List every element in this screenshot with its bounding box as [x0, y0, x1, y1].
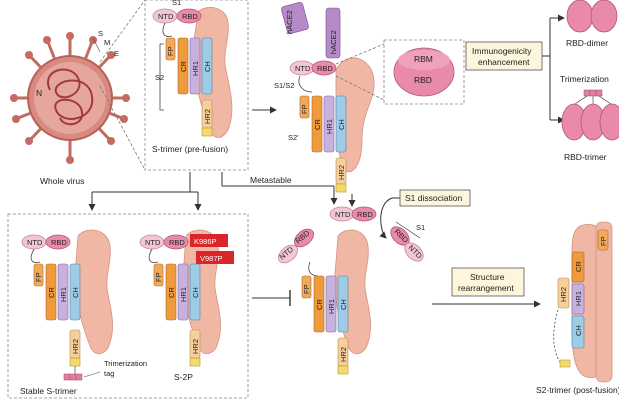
rbd-label: RBD [182, 12, 198, 21]
ntd-label: NTD [158, 12, 174, 21]
fp-label: FP [154, 272, 163, 282]
structure-line1: Structure [470, 272, 505, 282]
ch-label: CH [71, 287, 80, 298]
s1-dissociating-spike: NTD RBD NTD RBD FP CR HR1 CH HR2 [278, 206, 377, 375]
prefusion-label: S-trimer (pre-fusion) [152, 144, 228, 154]
trimerization-tag-line1: Trimerization [104, 359, 147, 368]
stable-s-trimer: NTD RBD FP CR HR1 CH HR2 Trimerization t… [20, 229, 147, 396]
v987p-badge [196, 251, 234, 264]
rbd-label: RBD [169, 238, 185, 247]
hace2-b-label: hACE2 [329, 30, 338, 54]
rbd-trimer-label: RBD-trimer [564, 152, 607, 162]
k986p-label: K986P [194, 237, 217, 246]
ch-label: CH [191, 287, 200, 298]
hace2-a-label: hACE2 [285, 10, 294, 34]
stabilized-panel [7, 213, 249, 399]
s2-trimer-postfusion: FP CR HR1 CH HR2 S2-trimer (post-fusion) [536, 221, 619, 395]
hr1-label: HR1 [327, 299, 336, 314]
immunogenicity-box [465, 41, 543, 71]
rbd-big-label: RBD [414, 75, 432, 85]
cr-label: CR [179, 61, 188, 72]
whole-virus: N S M E Whole virus [10, 29, 130, 186]
hr1-label: HR1 [179, 287, 188, 302]
k986p-badge [190, 234, 228, 247]
postfusion-label: S2-trimer (post-fusion) [536, 385, 619, 395]
rbd-label: RBD [357, 210, 373, 219]
hr2-label: HR2 [337, 165, 346, 180]
s1-dissociation-box [399, 189, 471, 207]
s-2p: NTD RBD FP CR HR1 CH HR2 K986P V987P S-2… [139, 229, 234, 382]
s-trimer-prefusion: NTD RBD S1 FP CR HR1 CH HR2 S2 S-trimer … [152, 0, 233, 154]
rbd-trimer: Trimerization RBD-trimer [560, 74, 619, 162]
virus-s-label: S [98, 29, 103, 38]
released-s1: S1 RBD NTD [390, 221, 425, 262]
hr2-label: HR2 [191, 339, 200, 354]
metastable-label: Metastable [250, 175, 292, 185]
ntd-label: NTD [335, 210, 351, 219]
ntd-label: NTD [145, 238, 161, 247]
cr-label: CR [47, 287, 56, 298]
prefusion-panel [144, 0, 249, 171]
whole-virus-label: Whole virus [40, 176, 84, 186]
rbd-label: RBD [51, 238, 67, 247]
s2p-label: S-2P [174, 372, 193, 382]
fp-label: FP [302, 284, 311, 294]
virus-n-label: N [36, 88, 42, 98]
cr-label: CR [574, 261, 583, 272]
stable-s-trimer-label: Stable S-trimer [20, 386, 77, 396]
structure-line2: rearrangement [458, 283, 514, 293]
virus-e-label: E [114, 49, 119, 58]
fp-label: FP [599, 236, 608, 246]
immunogenicity-line2: enhancement [478, 57, 530, 67]
ntd-label: NTD [295, 64, 311, 73]
ntd-label: NTD [27, 238, 43, 247]
hr1-label: HR1 [325, 119, 334, 134]
s1-top-label: S1 [172, 0, 181, 7]
hr2-label: HR2 [339, 347, 348, 362]
hr2-label: HR2 [203, 109, 212, 124]
rbd-dimer-label: RBD-dimer [566, 38, 608, 48]
fp-label: FP [34, 272, 43, 282]
rbd-dimer: RBD-dimer [566, 0, 618, 48]
immunogenicity-line1: Immunogenicity [472, 46, 532, 56]
ch-label: CH [203, 61, 212, 72]
s1-side-label: S1 [416, 223, 425, 232]
cr-label: CR [313, 119, 322, 130]
hace2-bound-spike: hACE2 hACE2 NTD RBD S1/S2 FP CR HR1 CH S… [274, 2, 375, 193]
rbd-zoom-panel [383, 39, 465, 105]
fp-label: FP [300, 104, 309, 114]
cr-label: CR [167, 287, 176, 298]
hr1-label: HR1 [574, 291, 583, 306]
trimerization-label: Trimerization [560, 74, 609, 84]
s1s2-label: S1/S2 [274, 81, 294, 90]
structure-rearrangement-box [451, 267, 525, 297]
rbd-zoom: RBM RBD [393, 47, 455, 97]
hr1-label: HR1 [59, 287, 68, 302]
hr2-label: HR2 [559, 287, 568, 302]
cr-label: CR [315, 299, 324, 310]
ch-label: CH [337, 119, 346, 130]
s2prime-label: S2' [288, 133, 299, 142]
fp-label: FP [166, 46, 175, 56]
trimerization-tag-line2: tag [104, 369, 114, 378]
ch-label: CH [339, 299, 348, 310]
ch-label: CH [574, 325, 583, 336]
rbm-label: RBM [414, 54, 433, 64]
hr1-label: HR1 [191, 61, 200, 76]
v987p-label: V987P [200, 254, 223, 263]
rbd-label: RBD [317, 64, 333, 73]
s1-dissociation-label: S1 dissociation [405, 193, 462, 203]
hr2-label: HR2 [71, 339, 80, 354]
s2-label: S2 [155, 73, 164, 82]
virus-m-label: M [104, 38, 110, 47]
